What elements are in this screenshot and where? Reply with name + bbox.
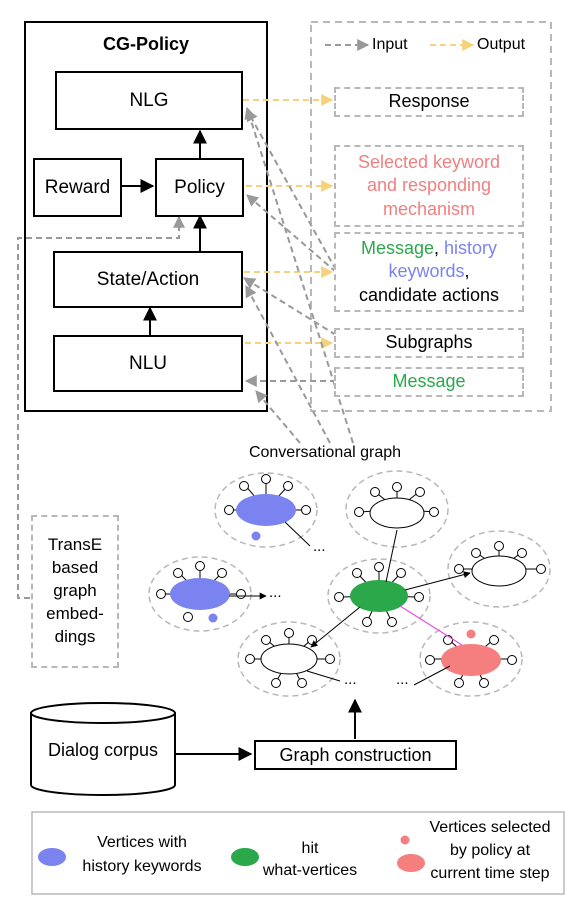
nlg-label: NLG [129, 89, 169, 111]
bottom-legend-frame [31, 811, 565, 895]
subgraphs-label: Subgraphs [385, 332, 473, 353]
policy-title: CG-Policy [102, 34, 190, 54]
io-frame [310, 21, 552, 412]
transe-line5: dings [54, 626, 96, 646]
legend-blue-swatch [38, 848, 66, 866]
graph-to-nlg-input-arrow [244, 106, 354, 444]
legend-blue-line1: Vertices with [97, 834, 187, 851]
subgraphs-box: Subgraphs [334, 328, 524, 358]
nlu-label: NLU [128, 352, 167, 374]
legend-red-dot [400, 835, 410, 845]
subgraph-to-state-input-arrow [242, 277, 337, 336]
ellipsis-right: ... [396, 671, 409, 688]
transe-line2: based [51, 558, 99, 578]
legend-blue-label: Vertices with history keywords [62, 833, 222, 877]
transe-line1: TransE [47, 535, 103, 555]
legend-red-swatch [397, 854, 425, 872]
message-text: Message [360, 237, 434, 258]
transe-line4: embed- [46, 603, 104, 623]
reward-box: Reward [33, 158, 122, 217]
selected-line2: and responding [366, 175, 492, 196]
cg-policy-frame [24, 21, 268, 412]
hit-vertex [350, 580, 408, 612]
keywords-text: keywords [388, 261, 465, 282]
message-input-box: Message [334, 367, 524, 397]
history-vertex [236, 494, 296, 526]
state-input-line1: Message, history [361, 237, 497, 260]
state-input-box: Message, history keywords, candidate act… [334, 232, 524, 312]
nlg-box: NLG [55, 71, 243, 130]
state-action-label: State/Action [96, 268, 200, 290]
graph-construction-label: Graph construction [279, 744, 432, 765]
transe-line3: graph [53, 581, 97, 601]
graph-cluster-right [447, 530, 551, 608]
legend-green-line2: what-vertices [262, 862, 358, 879]
comma-text: , [434, 237, 440, 258]
legend-red-line1: Vertices selected [429, 819, 551, 836]
legend-green-swatch [231, 848, 259, 866]
state-input-line2: keywords, [388, 260, 469, 283]
input-legend-label: Input [372, 36, 408, 53]
message-input-label: Message [392, 371, 466, 392]
graph-cluster-top-right [345, 470, 449, 548]
edge-green-to-topright [385, 529, 398, 583]
output-legend-label: Output [477, 36, 526, 53]
graph-to-state-input-arrow [245, 284, 331, 444]
graph-cluster-bottom-left [237, 621, 341, 697]
state-action-box: State/Action [53, 251, 243, 308]
policy-label: Policy [174, 176, 225, 198]
reward-label: Reward [44, 176, 111, 198]
state-to-nlg-input-arrow [246, 108, 337, 271]
graph-cluster-blue-top [214, 472, 318, 548]
selected-line1: Selected keyword [357, 151, 501, 172]
selected-keyword-box: Selected keyword and responding mechanis… [334, 145, 524, 227]
legend-red-line2: by policy at [449, 842, 531, 859]
ellipsis-top: ... [313, 538, 326, 555]
graph-title: Conversational graph [248, 444, 402, 461]
policy-box: Policy [155, 158, 244, 217]
ellipsis-center: ... [344, 671, 357, 688]
transe-to-policy-arrow [17, 215, 185, 599]
response-box: Response [334, 87, 524, 117]
graph-cluster-red [413, 621, 523, 697]
legend-green-line1: hit [301, 840, 319, 857]
edge-green-to-bottomleft [310, 606, 361, 648]
transe-box: TransE based graph embed- dings [31, 515, 119, 668]
legend-green-label: hit what-vertices [250, 839, 370, 881]
history-vertex [170, 578, 230, 610]
graph-construction-box: Graph construction [254, 740, 457, 770]
graph-cluster-green-center [327, 558, 431, 634]
edge-green-to-red [399, 605, 463, 646]
comma2-text: , [464, 261, 470, 282]
legend-red-line3: current time step [430, 865, 550, 882]
selected-vertex [441, 644, 501, 676]
graph-to-nlu-input-arrow [255, 390, 301, 444]
candidate-actions-text: candidate actions [358, 284, 500, 305]
legend-blue-line2: history keywords [82, 858, 202, 875]
ellipsis-left: ... [269, 584, 282, 601]
edge-bottomleft-tail [306, 670, 341, 682]
state-to-policy-input-arrow [246, 194, 337, 273]
history-text: history [444, 237, 498, 258]
dialog-corpus-cylinder [30, 702, 176, 796]
dialog-corpus-label: Dialog corpus [47, 740, 159, 760]
selected-line3: mechanism [382, 198, 476, 219]
response-label: Response [388, 91, 470, 112]
legend-red-label: Vertices selected by policy at current t… [410, 818, 570, 884]
nlu-box: NLU [53, 335, 243, 392]
graph-cluster-blue-left [148, 556, 267, 632]
edge-green-to-right [404, 571, 471, 591]
